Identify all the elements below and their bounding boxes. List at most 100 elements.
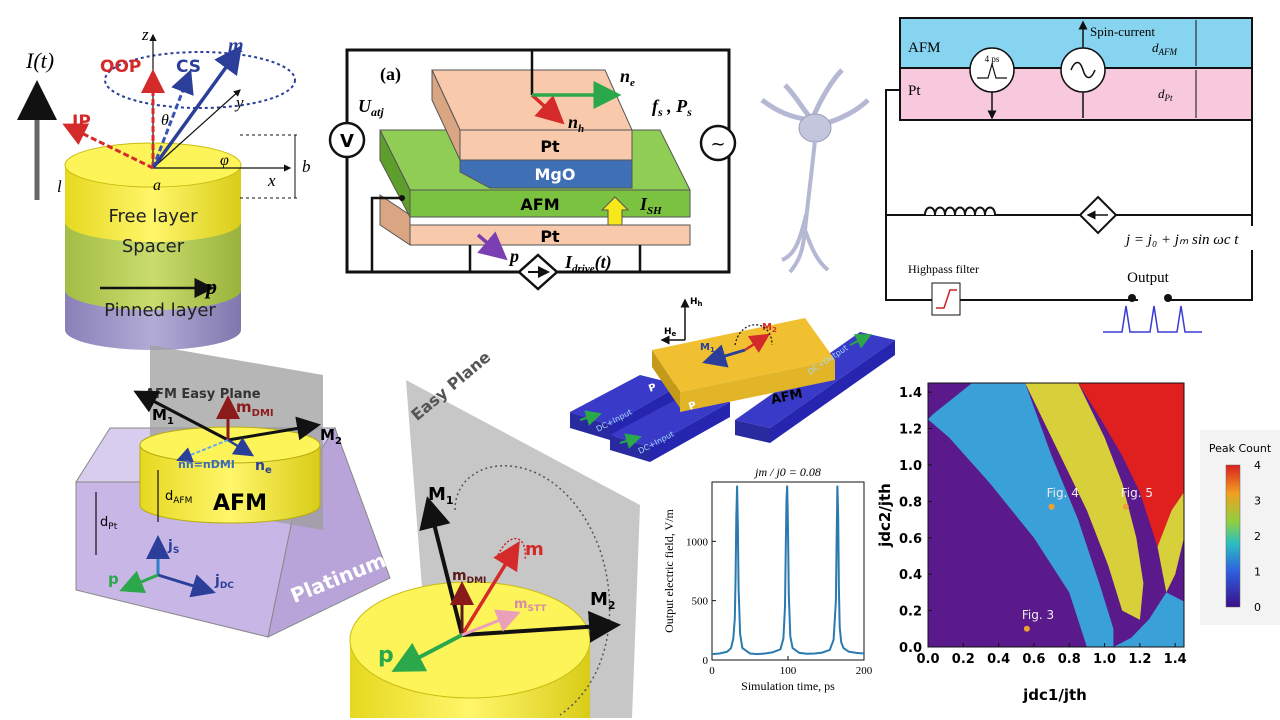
heatmap-marker-label: Fig. 5 bbox=[1121, 486, 1153, 500]
afm-p-vector bbox=[119, 570, 159, 593]
afm-dafm-sub: AFM bbox=[173, 496, 192, 506]
svg-text:M1: M1 bbox=[152, 406, 174, 427]
output-field-line-chart: jm / j0 = 0.08 Simulation time, ps Outpu… bbox=[662, 465, 873, 693]
current-label: I(t) bbox=[25, 48, 54, 73]
colorbar-tick-label: 1 bbox=[1254, 566, 1261, 579]
ep-m2-sub: 2 bbox=[608, 599, 616, 612]
jdc-vector bbox=[157, 573, 216, 598]
heatmap-ytick-label: 1.2 bbox=[899, 423, 922, 438]
panel-label: (a) bbox=[380, 64, 401, 85]
ne-label: n bbox=[620, 66, 630, 86]
heatmap-ytick-label: 0.2 bbox=[899, 605, 922, 620]
ep-mdmi-label: m bbox=[452, 568, 467, 584]
line-chart-xlabel: Simulation time, ps bbox=[741, 679, 835, 693]
heatmap-ytick-label: 0.8 bbox=[899, 495, 922, 510]
ip-label: IP bbox=[72, 112, 91, 132]
heatmap-region bbox=[1157, 492, 1184, 593]
device-m1-sub: 1 bbox=[710, 346, 715, 354]
afm-m2-sub: 2 bbox=[335, 436, 342, 447]
easy-plane-disk bbox=[349, 581, 591, 699]
nh-eq-label: nh=nDMI bbox=[178, 458, 235, 471]
hh-sub: h bbox=[698, 300, 703, 308]
polarizer-label: p bbox=[204, 274, 217, 299]
svg-text:Idrive(t): Idrive(t) bbox=[564, 252, 612, 275]
y-axis bbox=[152, 89, 241, 169]
afm-jdc-sub: DC bbox=[220, 581, 234, 591]
heatmap-xtick-label: 0.8 bbox=[1058, 652, 1081, 667]
heatmap-ytick-label: 0.4 bbox=[899, 568, 922, 583]
mgo-layer bbox=[459, 159, 633, 189]
device-m2-vector bbox=[744, 333, 771, 353]
line-chart-series bbox=[711, 485, 865, 656]
b-label: b bbox=[302, 157, 311, 176]
hh-label: H bbox=[690, 297, 698, 307]
svg-text:nh: nh bbox=[568, 112, 584, 135]
afm-m1-label: M bbox=[152, 406, 167, 424]
line-chart-ylabel: Output electric field, V/m bbox=[662, 508, 676, 632]
svg-text:M1: M1 bbox=[700, 342, 715, 354]
colorbar-tick-label: 4 bbox=[1254, 459, 1261, 472]
afm-m2-label: M bbox=[320, 426, 335, 444]
colorbar-gradient bbox=[1225, 464, 1241, 608]
ip-vector bbox=[62, 123, 154, 170]
precession-orbit bbox=[104, 51, 296, 109]
u-label: U bbox=[358, 96, 372, 116]
dafm-sub: AFM bbox=[1158, 47, 1178, 57]
heatmap-marker bbox=[1048, 503, 1055, 510]
idrive-tail: (t) bbox=[595, 252, 612, 273]
svg-text:dAFM: dAFM bbox=[1152, 40, 1177, 57]
svg-text:M2: M2 bbox=[762, 322, 777, 334]
dpt-sub: Pt bbox=[1164, 93, 1173, 103]
heatmap-ylabel: jdc2/jth bbox=[876, 483, 894, 548]
heatmap-marker bbox=[1023, 625, 1030, 632]
voltmeter-icon bbox=[328, 121, 366, 159]
ep-m2-vector bbox=[461, 610, 621, 643]
l-label: l bbox=[57, 177, 62, 196]
output-terminal-right bbox=[1164, 294, 1172, 302]
p-vector bbox=[476, 231, 508, 261]
inductor-icon bbox=[924, 206, 996, 216]
svg-text:jDC: jDC bbox=[214, 573, 234, 591]
idrive-sub: drive bbox=[572, 263, 595, 275]
line-chart-ytick-label: 500 bbox=[692, 596, 709, 608]
m1-vector bbox=[133, 390, 229, 442]
heatmap-ytick-label: 0.0 bbox=[899, 641, 922, 656]
heatmap-xlabel: jdc1/jth bbox=[1022, 686, 1087, 704]
platinum-side bbox=[267, 426, 391, 638]
ac-source-symbol: ~ bbox=[710, 134, 725, 155]
x-label: x bbox=[267, 171, 276, 190]
afm-ne-label: n bbox=[255, 458, 265, 474]
afm-circuit-panel: AFM Pt 4 ps Spin-current dAFM dPt j = j₀… bbox=[885, 17, 1270, 333]
svg-text:dPt: dPt bbox=[100, 515, 118, 532]
pinned-layer-label: Pinned layer bbox=[104, 300, 216, 321]
svg-text:mSTT: mSTT bbox=[514, 597, 547, 614]
heatmap-ytick-label: 1.4 bbox=[899, 386, 922, 401]
pt-bottom-label: Pt bbox=[540, 227, 560, 246]
y-label: y bbox=[234, 93, 244, 112]
output-label: Output bbox=[1127, 270, 1170, 286]
svg-text:jS: jS bbox=[167, 538, 179, 556]
voltmeter-label: V bbox=[340, 131, 354, 152]
heatmap-frame bbox=[927, 382, 1185, 648]
heatmap-xtick-label: 0.4 bbox=[987, 652, 1010, 667]
output-terminal-left bbox=[1128, 294, 1136, 302]
z-label: z bbox=[141, 25, 149, 44]
svg-text:M2: M2 bbox=[590, 589, 616, 612]
current-equation: j = j₀ + jₘ sin ωc t bbox=[1124, 232, 1239, 248]
heatmap-marker-label: Fig. 4 bbox=[1047, 486, 1079, 500]
heatmap-region bbox=[1078, 383, 1184, 547]
spacer-label: Spacer bbox=[122, 236, 185, 257]
nh-vector bbox=[530, 93, 565, 125]
pulse-label: 4 ps bbox=[985, 54, 1000, 64]
line-chart-ytick-label: 0 bbox=[703, 655, 709, 667]
colorbar-tick-label: 3 bbox=[1254, 495, 1261, 508]
heatmap-xtick-label: 0.2 bbox=[952, 652, 975, 667]
output-pulse-train bbox=[1103, 305, 1202, 333]
line-chart-title: jm / j0 = 0.08 bbox=[753, 465, 821, 479]
pt-label: Pt bbox=[908, 83, 921, 99]
heatmap-xtick-label: 1.2 bbox=[1128, 652, 1151, 667]
dafm-label: d bbox=[1152, 40, 1159, 55]
svg-text:mDMI: mDMI bbox=[452, 568, 486, 586]
stt-nano-oscillator-panel: I(t) Free layer Spacer p Pinned layer z … bbox=[16, 25, 311, 350]
